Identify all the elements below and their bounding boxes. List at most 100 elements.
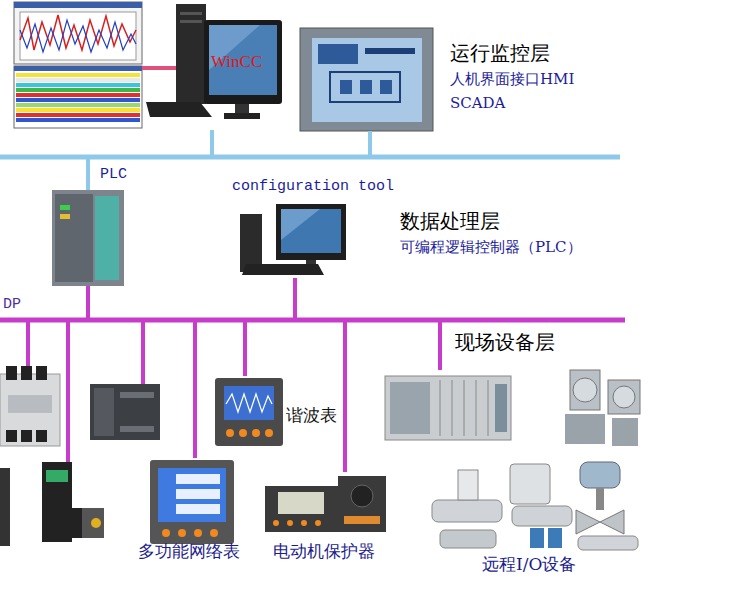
harmonic-meter <box>252 429 260 437</box>
flowmeters <box>530 528 544 548</box>
motor-protector <box>287 520 293 526</box>
small-plc <box>90 384 160 440</box>
alarm-screenshot <box>16 113 140 117</box>
servo-drive <box>42 462 72 542</box>
remote-io-rack <box>385 376 511 440</box>
multifunction-meter <box>210 529 218 537</box>
remote-io-rack <box>452 380 453 436</box>
bus-connector <box>88 130 212 190</box>
layer-title: 数据处理层 <box>400 208 500 235</box>
config-pc <box>240 204 346 275</box>
flowmeters <box>512 506 572 526</box>
small-plc <box>94 388 114 436</box>
flowmeters <box>458 470 478 500</box>
multifunction-meter <box>150 460 234 544</box>
multifunction-meter <box>158 468 226 522</box>
hmi-panel <box>380 80 392 94</box>
remote-io-rack <box>390 382 430 434</box>
alarm-screenshot <box>14 66 142 128</box>
small-plc <box>120 392 154 398</box>
hmi-panel <box>360 80 372 94</box>
bus-connector <box>88 286 440 370</box>
alarm-screenshot <box>16 73 140 77</box>
device-node: PLC <box>52 190 130 286</box>
transmitters <box>608 380 640 414</box>
motor-protector <box>278 492 324 514</box>
bus-connector <box>88 286 195 458</box>
device-node: 远程I/O设备 <box>383 370 645 580</box>
remote-io-rack <box>464 380 465 436</box>
trend-screenshot <box>14 2 142 64</box>
bus-connector <box>88 286 345 472</box>
servo-drive <box>72 508 104 538</box>
alarm-screenshot <box>16 88 140 92</box>
hmi-panel <box>365 48 415 54</box>
flowmeters <box>432 462 638 550</box>
bus-drop <box>141 320 145 384</box>
motor-protector <box>351 485 373 507</box>
transmitters <box>612 418 638 446</box>
hmi-panel <box>340 80 352 94</box>
multifunction-meter <box>176 474 220 484</box>
device-node: 谐波表 <box>213 376 341 448</box>
trend-screenshot <box>20 20 136 52</box>
small-plc <box>90 384 160 440</box>
remote-io-rack <box>488 380 489 436</box>
motor-protector <box>338 476 386 532</box>
alarm-screenshot <box>14 66 142 128</box>
plc-unit <box>95 196 119 280</box>
flowmeters <box>578 536 638 550</box>
soft-starter <box>21 430 32 442</box>
harmonic-meter <box>239 429 247 437</box>
motor-protector <box>315 520 321 526</box>
hmi-drop <box>368 131 372 157</box>
device-node: configuration tool <box>228 178 398 278</box>
multifunction-meter <box>194 529 202 537</box>
motor-protector <box>301 520 307 526</box>
bus-connector <box>88 286 245 376</box>
config-pc <box>276 204 346 260</box>
multifunction-meter <box>150 460 234 544</box>
alarm-screenshot <box>16 103 140 107</box>
harmonic-meter <box>265 429 273 437</box>
plc-unit <box>55 194 93 282</box>
device-label: 电动机保护器 <box>273 540 375 563</box>
scada-pc <box>209 25 277 95</box>
flowmeters <box>548 528 562 548</box>
harmonic-meter <box>226 429 234 437</box>
trend-screenshot <box>20 12 136 60</box>
soft-starter <box>6 430 17 442</box>
harmonic-meter <box>215 378 283 446</box>
harmonic-meter <box>224 386 274 420</box>
motor-protector <box>265 486 339 532</box>
remote-io-rack <box>440 380 441 436</box>
device-label: 远程I/O设备 <box>482 553 576 576</box>
layer-subtitle: SCADA <box>450 94 505 112</box>
bus-drop <box>26 320 30 372</box>
device-node: WinCC <box>175 2 283 130</box>
alarm-screenshot <box>16 108 140 112</box>
remote-io-rack <box>476 380 477 436</box>
hmi-panel <box>330 72 400 102</box>
device-label: 谐波表 <box>286 404 337 427</box>
hmi-panel <box>300 28 433 131</box>
layer-subtitle: 人机界面接口HMI <box>450 70 574 89</box>
remote-io-rack <box>495 384 507 432</box>
scada-pc <box>235 104 249 114</box>
transmitters <box>570 370 600 410</box>
transmitters <box>565 414 605 444</box>
device-node: 电动机保护器 <box>262 472 390 566</box>
transmitters <box>565 370 640 446</box>
soft-starter <box>0 366 60 446</box>
scada-pc <box>180 12 202 15</box>
flowmeters <box>576 510 600 534</box>
flowmeters <box>440 530 496 548</box>
device-label: 多功能网络表 <box>138 540 240 563</box>
servo-drive <box>42 462 104 542</box>
bus-drop <box>66 320 70 462</box>
hmi-panel <box>300 28 433 131</box>
alarm-screenshot <box>16 83 140 87</box>
